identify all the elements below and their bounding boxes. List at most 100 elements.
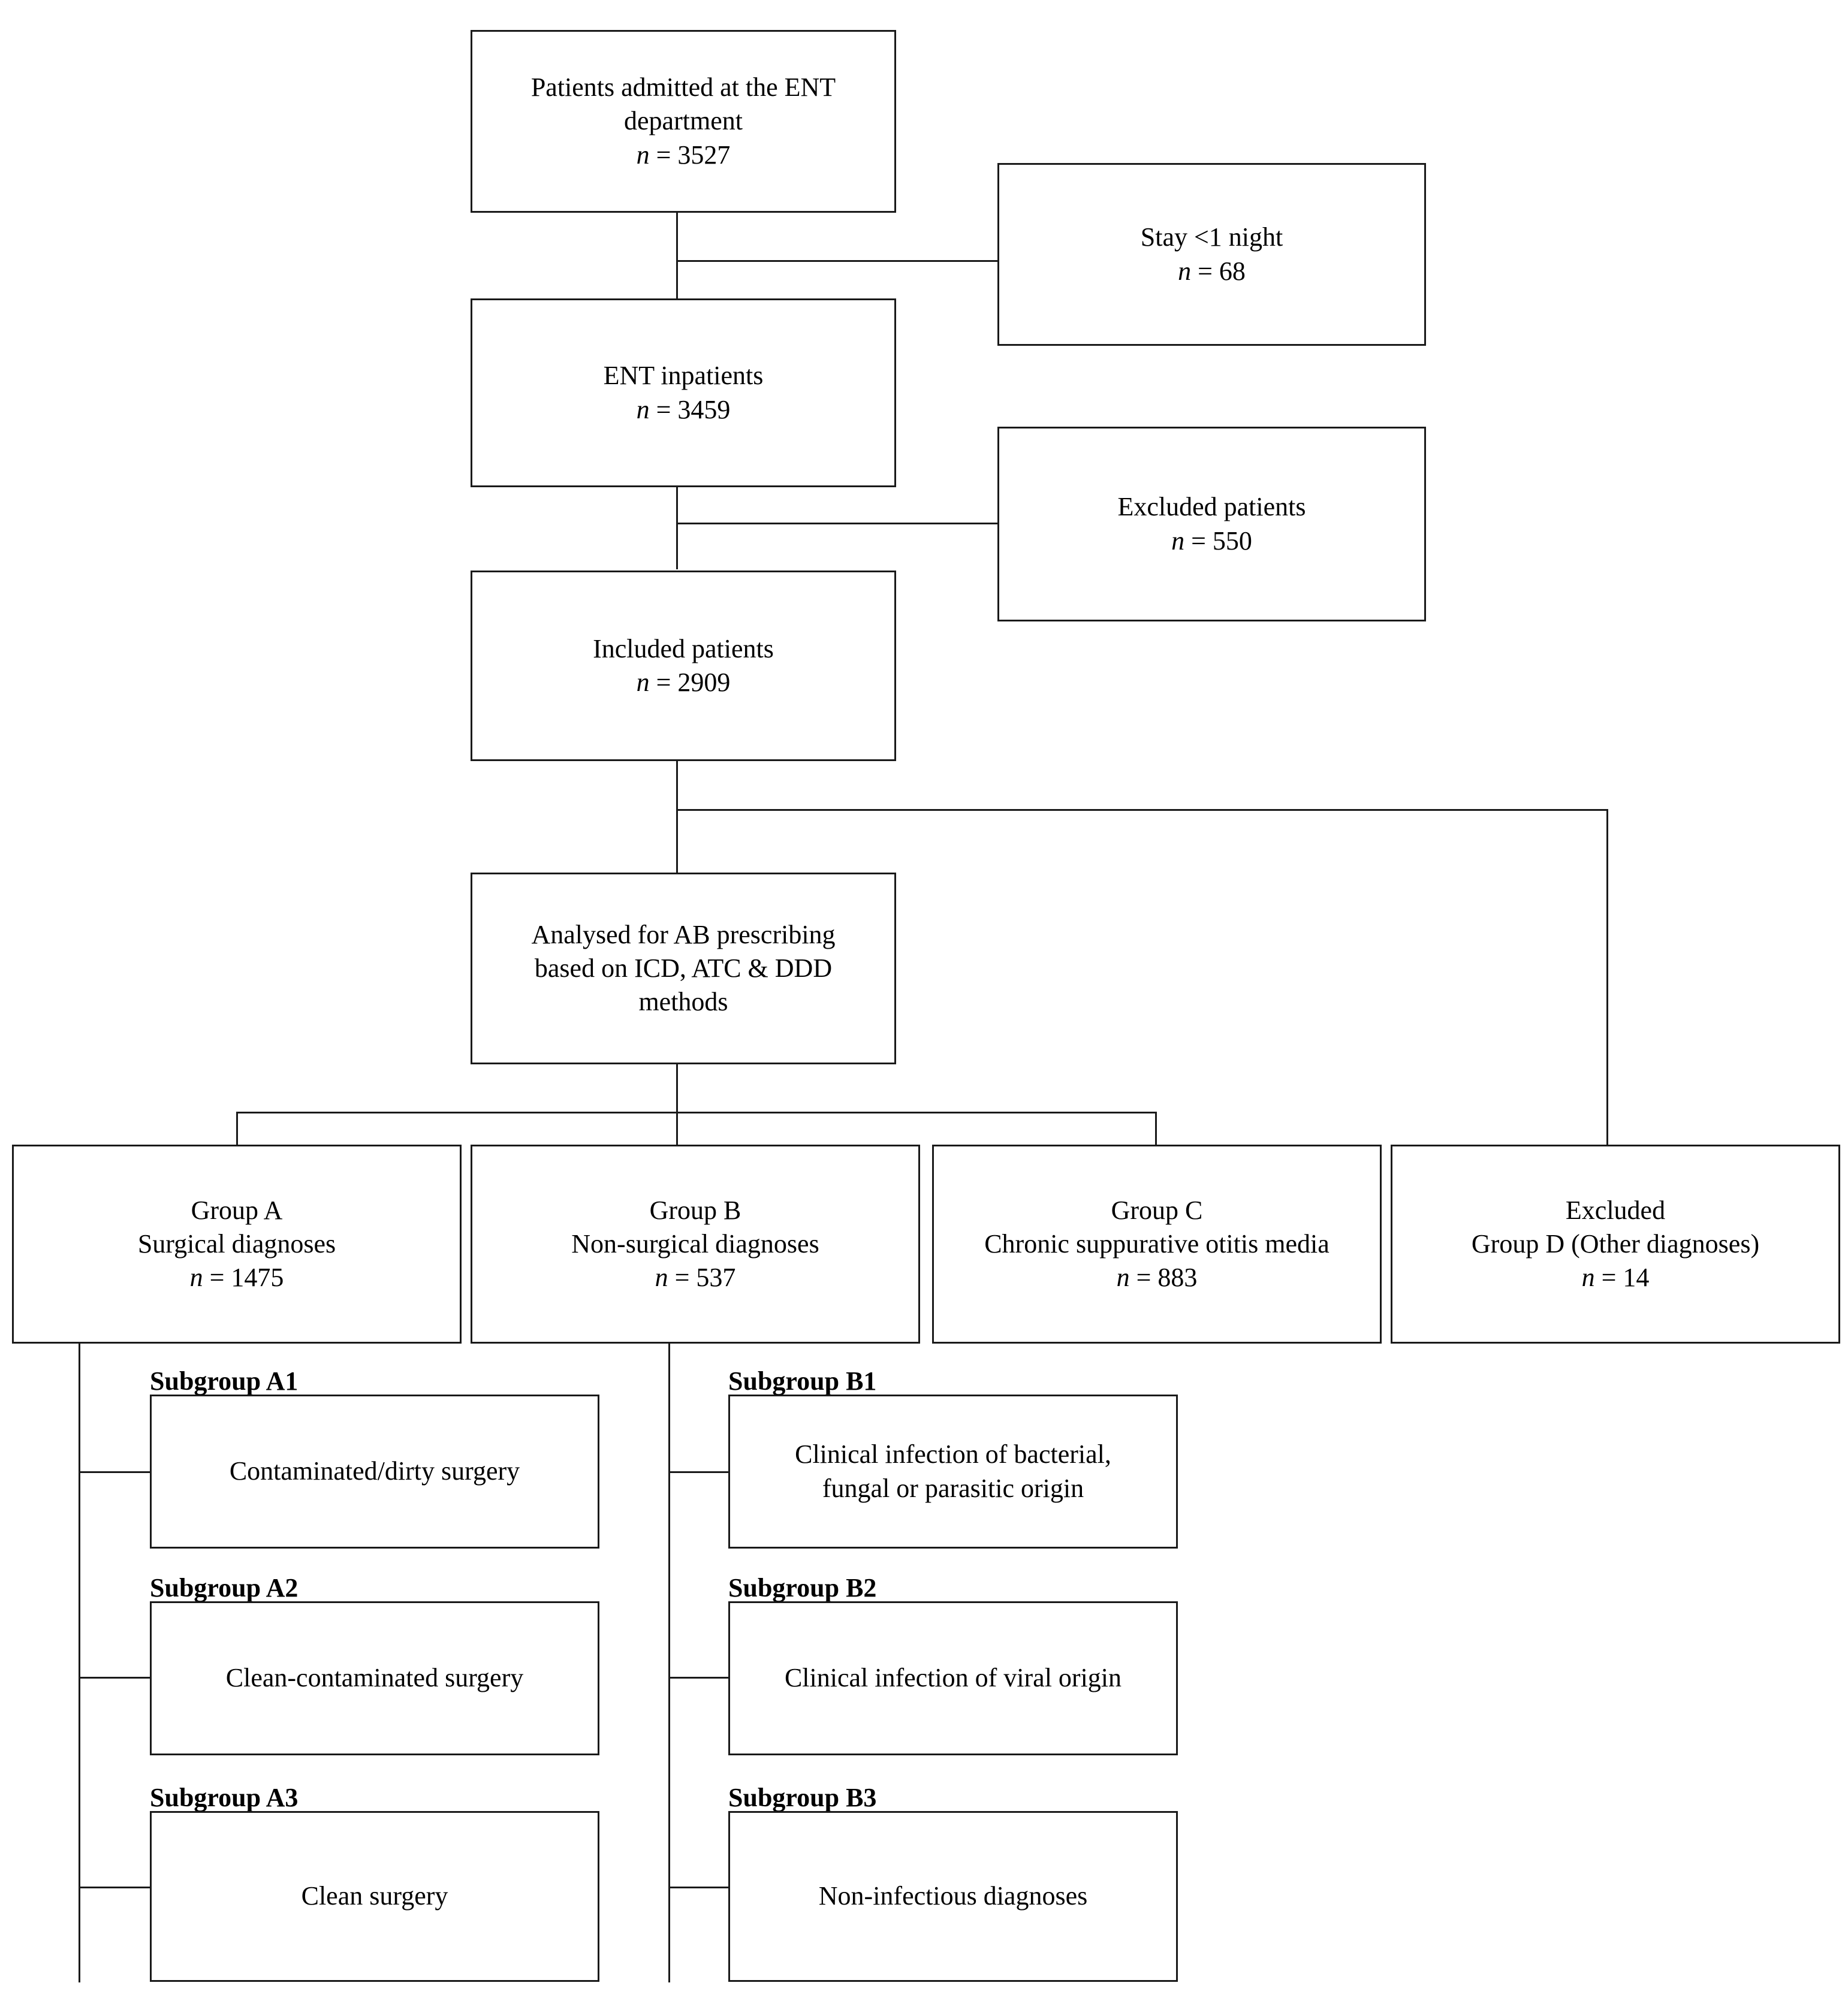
node-subgroup-b3-text: Non-infectious diagnoses — [810, 1879, 1096, 1913]
node-subgroup-a3[interactable]: Clean surgery — [150, 1811, 599, 1982]
node-subgroup-a1-line1: Contaminated/dirty surgery — [229, 1456, 520, 1486]
node-excluded-patients-count: n = 550 — [1117, 524, 1306, 558]
node-analysed-line1: Analysed for AB prescribing — [531, 919, 836, 949]
node-subgroup-b1[interactable]: Clinical infection of bacterial, fungal … — [728, 1395, 1178, 1549]
node-group-d-text: Excluded Group D (Other diagnoses) n = 1… — [1463, 1194, 1768, 1295]
node-subgroup-a1[interactable]: Contaminated/dirty surgery — [150, 1395, 599, 1549]
n-italic-group-c: n — [1116, 1263, 1130, 1293]
connector-admitted-to-stay — [676, 260, 997, 262]
node-analysed-ab-prescribing[interactable]: Analysed for AB prescribing based on ICD… — [471, 873, 896, 1064]
caption-subgroup-a1: Subgroup A1 — [150, 1366, 299, 1396]
connector-drop-group-c — [1155, 1112, 1157, 1146]
node-group-d-line1: Excluded — [1565, 1195, 1666, 1225]
caption-subgroup-a3: Subgroup A3 — [150, 1783, 299, 1812]
node-group-a-count: n = 1475 — [138, 1261, 336, 1294]
caption-subgroup-b1: Subgroup B1 — [728, 1366, 877, 1396]
node-analysed-line2: based on ICD, ATC & DDD — [534, 953, 833, 983]
node-subgroup-b2-text: Clinical infection of viral origin — [776, 1661, 1130, 1695]
connector-included-to-groupd-vertical — [1606, 809, 1608, 1145]
node-group-b-count: n = 537 — [571, 1261, 819, 1294]
n-value-stay: = 68 — [1191, 256, 1246, 286]
node-patients-admitted-text: Patients admitted at the ENT department … — [523, 71, 844, 172]
node-subgroup-a3-line1: Clean surgery — [301, 1881, 448, 1911]
node-group-b[interactable]: Group B Non-surgical diagnoses n = 537 — [471, 1145, 920, 1344]
n-italic-included: n — [636, 668, 650, 697]
node-patients-admitted[interactable]: Patients admitted at the ENT department … — [471, 30, 896, 213]
n-value-group-c: = 883 — [1129, 1263, 1198, 1293]
node-group-c-line1: Group C — [1111, 1195, 1203, 1225]
node-subgroup-a1-text: Contaminated/dirty surgery — [221, 1454, 528, 1488]
node-subgroup-a2[interactable]: Clean-contaminated surgery — [150, 1601, 599, 1755]
node-ent-inpatients-line1: ENT inpatients — [603, 361, 764, 391]
node-stay-count: n = 68 — [1141, 255, 1283, 288]
node-subgroup-a2-text: Clean-contaminated surgery — [218, 1661, 532, 1695]
node-stay-less-than-one-night[interactable]: Stay <1 night n = 68 — [997, 163, 1426, 346]
node-subgroup-b1-text: Clinical infection of bacterial, fungal … — [786, 1438, 1120, 1505]
n-italic-group-a: n — [189, 1263, 203, 1293]
node-analysed-line3: methods — [638, 987, 728, 1017]
connector-groupa-to-a1 — [79, 1471, 150, 1473]
connector-inpatients-to-included — [676, 485, 678, 569]
node-group-d-excluded[interactable]: Excluded Group D (Other diagnoses) n = 1… — [1391, 1145, 1840, 1344]
node-patients-admitted-line1: Patients admitted at the ENT — [530, 73, 836, 102]
node-included-patients-text: Included patients n = 2909 — [584, 632, 782, 700]
node-analysed-text: Analysed for AB prescribing based on ICD… — [523, 918, 843, 1019]
node-subgroup-b1-line1: Clinical infection of bacterial, — [795, 1439, 1111, 1469]
node-ent-inpatients-text: ENT inpatients n = 3459 — [595, 359, 772, 427]
node-excluded-patients-text: Excluded patients n = 550 — [1109, 490, 1314, 558]
node-subgroup-b2[interactable]: Clinical infection of viral origin — [728, 1601, 1178, 1755]
node-excluded-patients-line1: Excluded patients — [1117, 492, 1306, 522]
node-subgroup-b3-line1: Non-infectious diagnoses — [818, 1881, 1088, 1911]
connector-groupb-to-b3 — [668, 1887, 728, 1888]
node-group-b-line2: Non-surgical diagnoses — [571, 1229, 819, 1259]
n-italic-admitted: n — [636, 140, 650, 170]
node-group-c[interactable]: Group C Chronic suppurative otitis media… — [932, 1145, 1382, 1344]
node-group-d-count: n = 14 — [1472, 1261, 1759, 1294]
connector-groupb-subgroups-spine — [668, 1343, 670, 1982]
caption-subgroup-b2: Subgroup B2 — [728, 1573, 877, 1602]
node-subgroup-b3[interactable]: Non-infectious diagnoses — [728, 1811, 1178, 1982]
node-group-d-line2: Group D (Other diagnoses) — [1471, 1229, 1760, 1259]
node-included-patients-count: n = 2909 — [593, 666, 774, 699]
n-value-group-a: = 1475 — [203, 1263, 284, 1293]
connector-drop-group-b — [676, 1112, 678, 1146]
connector-groupb-to-b1 — [668, 1471, 728, 1473]
node-group-c-line2: Chronic suppurative otitis media — [984, 1229, 1330, 1259]
node-included-patients[interactable]: Included patients n = 2909 — [471, 571, 896, 761]
connector-groupb-to-b2 — [668, 1677, 728, 1679]
node-patients-admitted-count: n = 3527 — [531, 138, 836, 172]
node-subgroup-a3-text: Clean surgery — [293, 1879, 457, 1913]
n-italic-stay: n — [1178, 256, 1192, 286]
node-included-patients-line1: Included patients — [593, 633, 774, 663]
node-group-a-line1: Group A — [191, 1195, 283, 1225]
n-italic-excluded: n — [1171, 526, 1185, 556]
n-italic-group-d: n — [1581, 1263, 1595, 1293]
connector-groupa-subgroups-spine — [79, 1343, 80, 1982]
node-stay-line1: Stay <1 night — [1140, 222, 1283, 252]
n-value-excluded: = 550 — [1184, 526, 1252, 556]
node-group-b-text: Group B Non-surgical diagnoses n = 537 — [563, 1194, 827, 1295]
n-value-group-d: = 14 — [1594, 1263, 1650, 1293]
connector-groupa-to-a3 — [79, 1887, 150, 1888]
n-italic-inpatients: n — [636, 394, 650, 424]
connector-admitted-to-inpatients — [676, 212, 678, 298]
n-value-included: = 2909 — [649, 668, 731, 697]
n-value-admitted: = 3527 — [649, 140, 731, 170]
connector-included-to-analysed — [676, 759, 678, 873]
node-group-c-count: n = 883 — [984, 1261, 1330, 1294]
connector-included-to-groupd-horizontal — [676, 809, 1608, 811]
node-subgroup-b2-line1: Clinical infection of viral origin — [784, 1663, 1122, 1693]
node-ent-inpatients-count: n = 3459 — [604, 393, 764, 427]
node-patients-admitted-line2: department — [624, 106, 743, 136]
node-group-c-text: Group C Chronic suppurative otitis media… — [976, 1194, 1338, 1295]
node-group-b-line1: Group B — [649, 1195, 741, 1225]
connector-group-distribution-bar — [236, 1112, 1157, 1113]
node-excluded-patients[interactable]: Excluded patients n = 550 — [997, 427, 1426, 621]
n-italic-group-b: n — [655, 1263, 668, 1293]
connector-drop-group-a — [236, 1112, 238, 1146]
node-group-a[interactable]: Group A Surgical diagnoses n = 1475 — [12, 1145, 462, 1344]
connector-analysed-stem — [676, 1062, 678, 1146]
node-ent-inpatients[interactable]: ENT inpatients n = 3459 — [471, 298, 896, 487]
node-subgroup-a2-line1: Clean-contaminated surgery — [225, 1663, 524, 1693]
